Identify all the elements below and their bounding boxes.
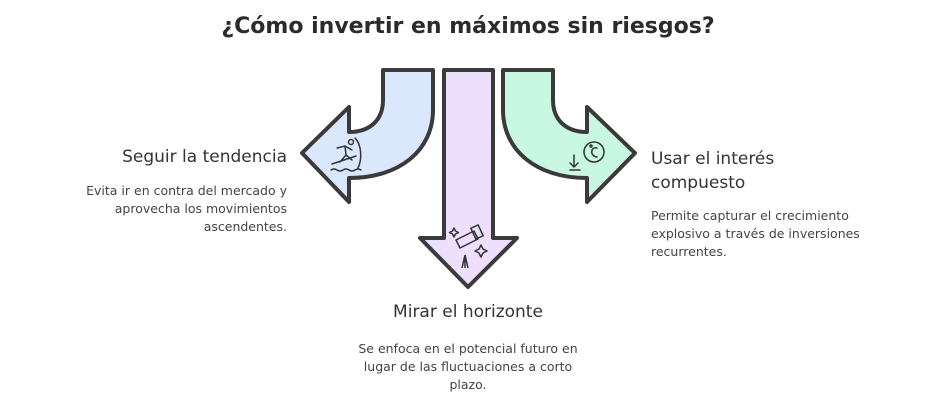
telescope-icon <box>448 224 488 269</box>
diagram-title: ¿Cómo invertir en máximos sin riesgos? <box>221 14 715 39</box>
compound-interest-icon <box>569 141 605 171</box>
item-heading-bottom: Mirar el horizonte <box>393 302 543 322</box>
item-text-right: Permite capturar el crecimiento explosiv… <box>651 208 860 259</box>
down-arrow <box>418 68 519 289</box>
left-arrow <box>300 68 435 204</box>
item-text-bottom: Se enfoca en el potencial futuro en luga… <box>358 341 578 392</box>
item-text-left: Evita ir en contra del mercado y aprovec… <box>86 183 287 234</box>
item-heading-left: Seguir la tendencia <box>122 147 287 167</box>
surfer-icon <box>330 137 362 172</box>
item-heading-right: Usar el interés compuesto <box>651 149 775 193</box>
right-arrow <box>501 68 637 204</box>
